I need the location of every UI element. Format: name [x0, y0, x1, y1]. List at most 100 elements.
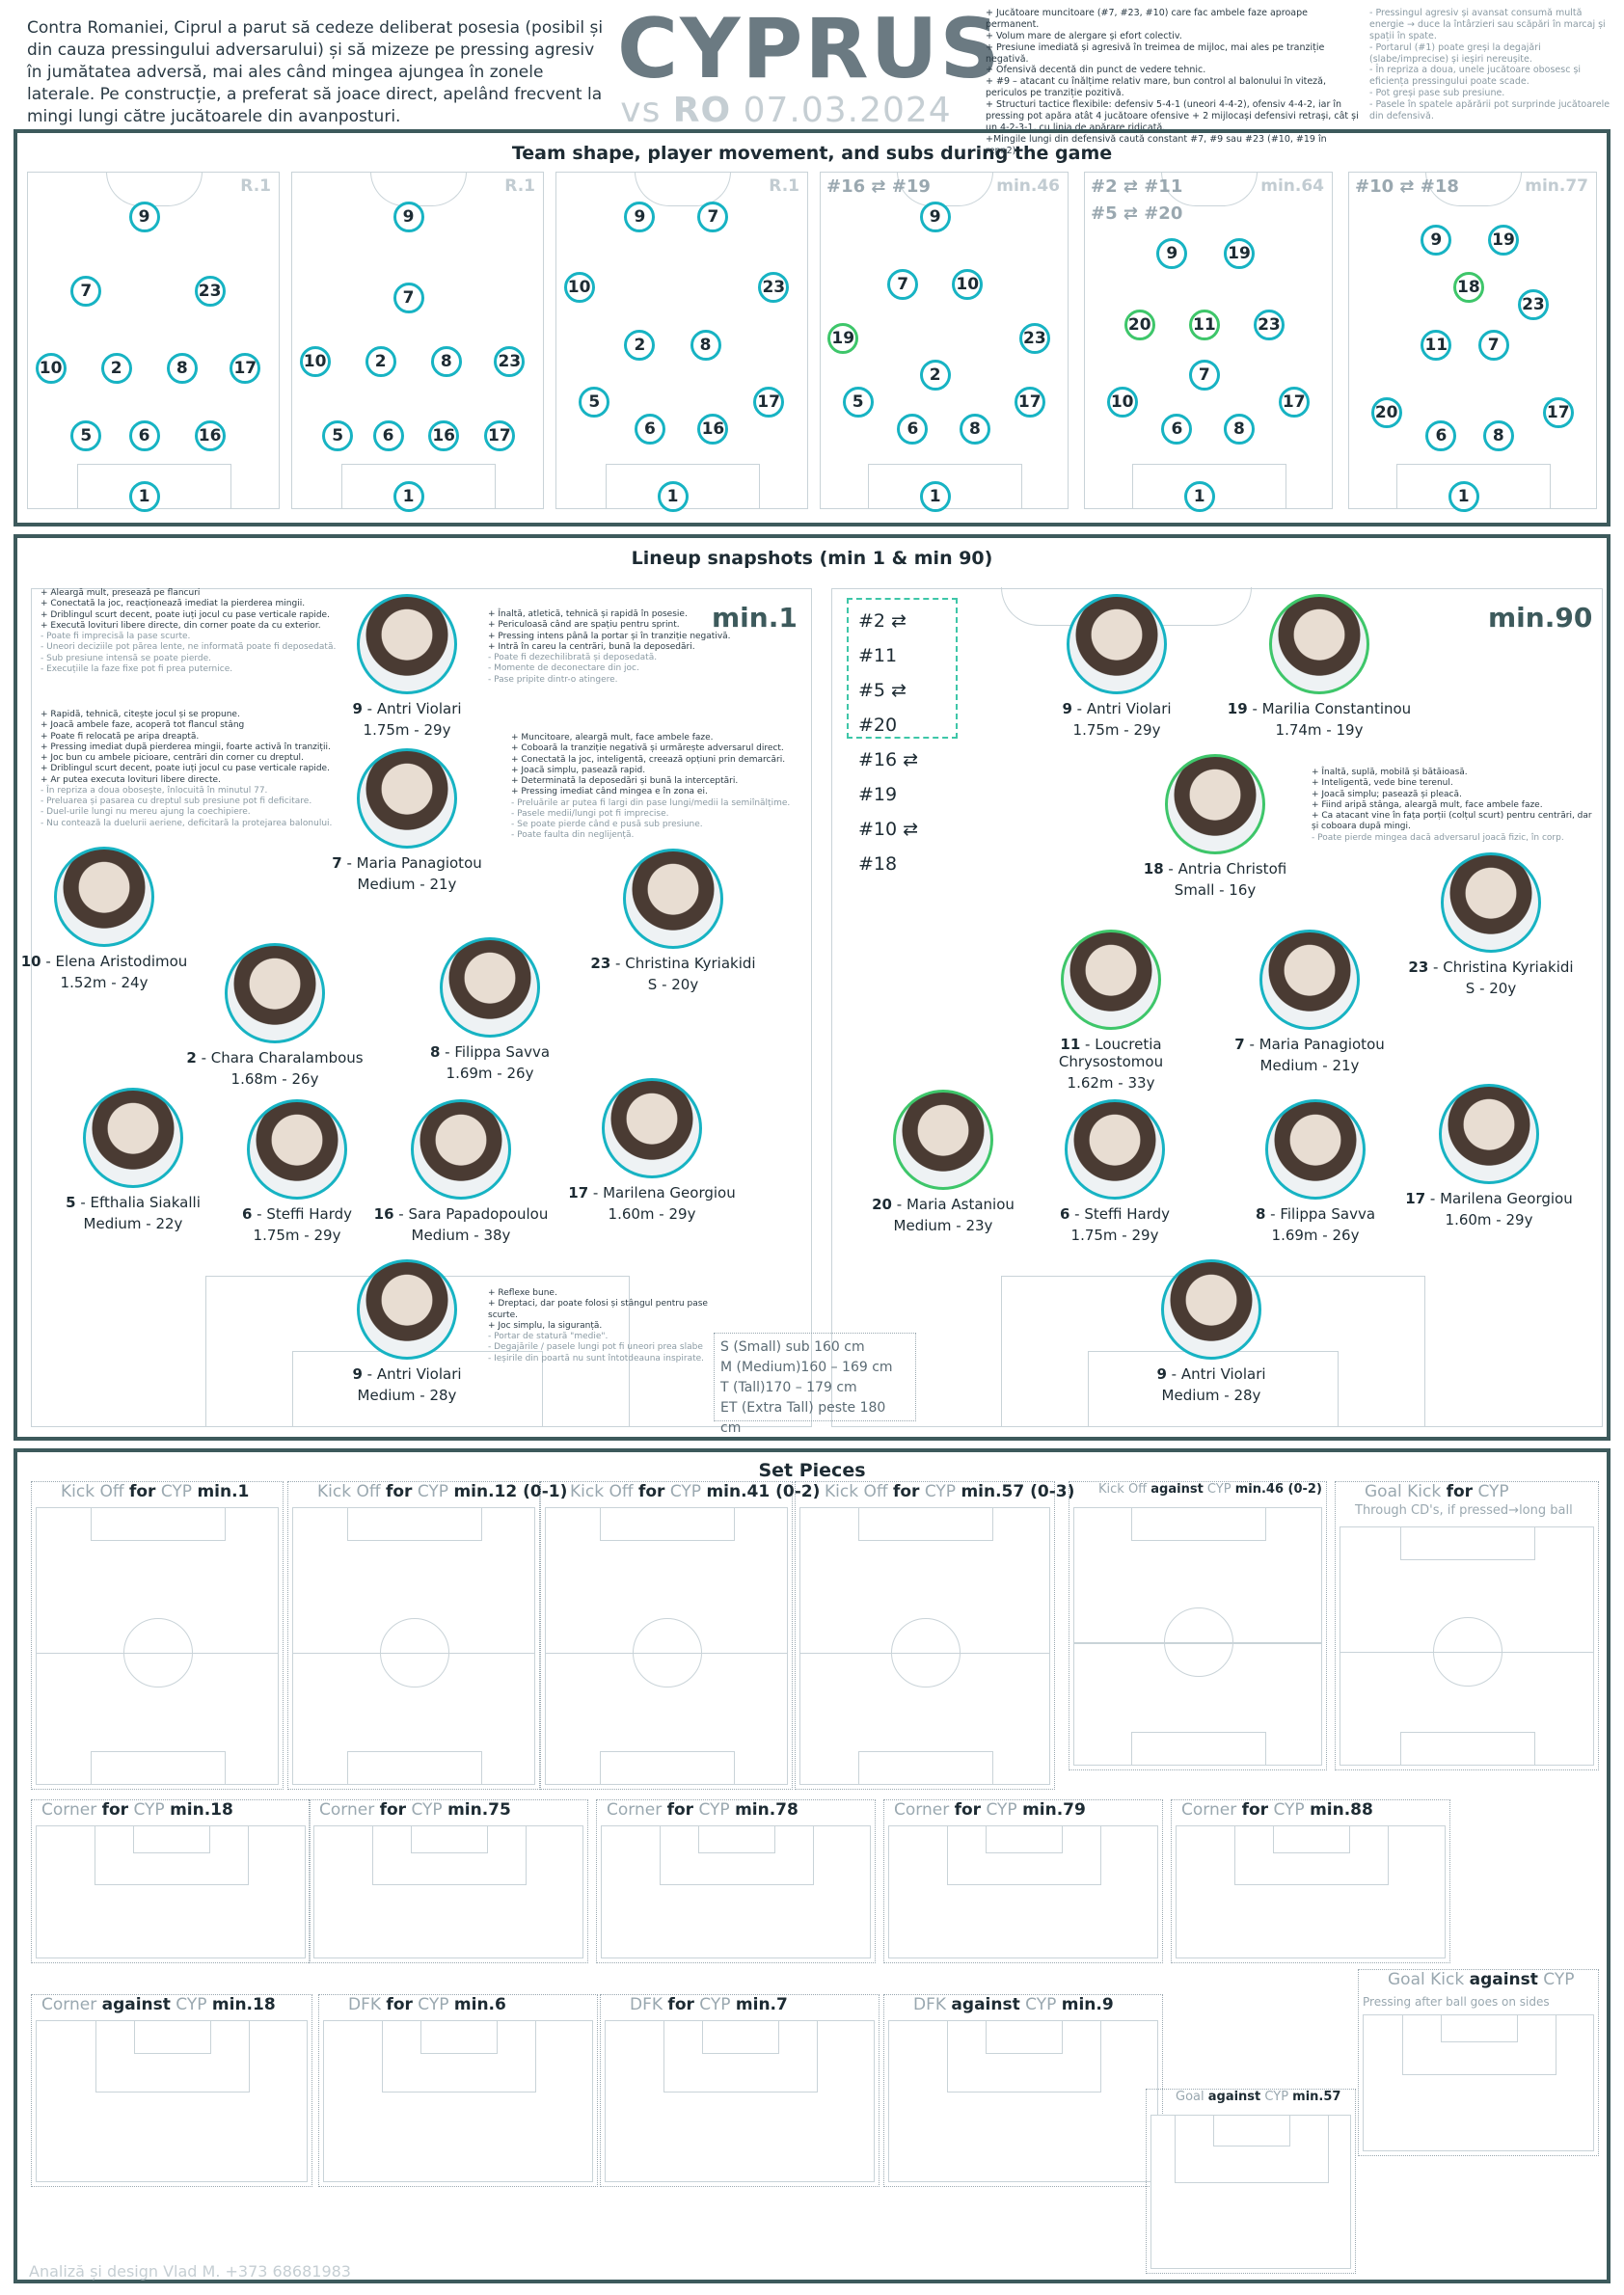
sp-for: for: [892, 1482, 920, 1501]
player-photo: [247, 1099, 347, 1200]
player-marker: 9: [1156, 238, 1188, 269]
sp-team: CYP: [664, 1482, 707, 1501]
player-notes: + Rapidă, tehnică, citește jocul și se p…: [41, 710, 349, 829]
note-line: - Momente de deconectare din joc.: [488, 663, 639, 674]
centre-circle: [380, 1617, 449, 1688]
note-line: - Preluările ar putea fi largi din pase …: [511, 797, 791, 808]
player-number: 17: [568, 1184, 589, 1202]
penalty-box: [868, 464, 1022, 508]
player-name: 7 - Maria Panagiotou: [1234, 1036, 1385, 1053]
penalty-box: [95, 2021, 250, 2092]
note-line: + Aleargă mult, presează pe flancuri: [41, 588, 201, 598]
note-line: - Pot greși pase sub presiune.: [1369, 88, 1505, 99]
goal-box: [411, 1826, 488, 1853]
goal-box: [1213, 2116, 1290, 2146]
note-line: - Portarul (#1) poate greși la degajări …: [1369, 41, 1541, 65]
lineup-section: Lineup snapshots (min 1 & min 90) min.1 …: [14, 534, 1610, 1441]
note-line: + Pressing intens până la portar și în t…: [488, 631, 731, 641]
player-marker: 2: [624, 329, 656, 361]
sp-for: for: [101, 1800, 129, 1820]
player-marker: 6: [1161, 414, 1193, 445]
player-photo: [1161, 1259, 1261, 1360]
set-piece-pitch: [36, 1825, 306, 1958]
sp-type: Corner: [607, 1800, 667, 1820]
player-info: Medium - 28y: [357, 1387, 457, 1404]
player-number: 9: [1156, 1365, 1167, 1383]
player-name: 9 - Antri Violari: [352, 700, 462, 717]
player-number: 11: [1060, 1036, 1081, 1053]
player-name-text: Christina Kyriakidi: [625, 955, 756, 972]
player-photo: [602, 1078, 702, 1178]
player-marker: 6: [1425, 420, 1457, 451]
penalty-box: [91, 1751, 226, 1784]
set-piece-title: Corner for CYP min.18: [41, 1800, 233, 1820]
player-marker: 7: [1477, 329, 1509, 361]
sp-minute: min.79: [1022, 1800, 1086, 1820]
penalty-box: [1402, 2015, 1556, 2076]
player-photo: [411, 1099, 511, 1200]
player-number: 5: [66, 1194, 76, 1211]
player-marker: 5: [579, 387, 610, 418]
player-name: 20 - Maria Astaniou: [872, 1196, 1015, 1213]
player-marker: 11: [1188, 309, 1220, 340]
player-marker: 6: [634, 414, 665, 445]
player-name-text: Antria Christofi: [1177, 860, 1287, 878]
player-number: 8: [1255, 1205, 1266, 1223]
penalty-box: [1131, 1508, 1266, 1541]
player-photo: [1067, 594, 1167, 694]
centre-circle: [1433, 1616, 1502, 1687]
note-line: + Pressing imediat când mingea e în zona…: [511, 787, 708, 797]
set-piece-title: Kick Off for CYP min.57 (0-3): [825, 1482, 1074, 1501]
note-line: - Poate fi dezechilibrată și deposedată.: [488, 653, 658, 662]
set-piece-panel: Corner for CYP min.75: [309, 1799, 588, 1963]
player-name: 6 - Steffi Hardy: [241, 1205, 353, 1223]
player-marker: 17: [753, 387, 785, 418]
player-number: 6: [241, 1205, 253, 1223]
player-marker: 23: [1253, 309, 1285, 340]
penalty-box: [1234, 1826, 1389, 1885]
player-name: 10 - Elena Aristodimou: [20, 953, 188, 970]
penalty-box: [947, 2021, 1101, 2092]
centre-circle: [1164, 1607, 1233, 1678]
sub-line: #10 ⇄ #18: [858, 819, 919, 875]
sp-team: CYP: [693, 1995, 736, 2014]
player-number: 7: [332, 854, 342, 872]
player-info: 1.60m - 29y: [608, 1205, 696, 1223]
player-info: Medium - 38y: [411, 1227, 511, 1244]
note-line: + Structuri tactice flexibile: defensiv …: [986, 99, 1359, 133]
sp-for: for: [666, 1800, 694, 1820]
lineup-title: Lineup snapshots (min 1 & min 90): [631, 548, 993, 569]
player-marker: 7: [1188, 360, 1220, 391]
sp-team: CYP: [1260, 2090, 1293, 2104]
centre-circle: [106, 172, 203, 206]
player-photo: [1439, 1084, 1539, 1184]
penalty-box: [341, 464, 496, 508]
player-name: 9 - Antri Violari: [352, 1365, 462, 1383]
player-info: Medium - 23y: [893, 1217, 993, 1234]
sp-type: DFK: [630, 1995, 668, 2014]
set-piece-pitch: [36, 2020, 308, 2182]
sp-minute: min.57 (0-3): [961, 1482, 1075, 1501]
player-marker: 20: [1370, 396, 1402, 428]
note-line: - Preluarea și pasarea cu dreptul sub pr…: [41, 796, 312, 806]
player-marker: 1: [392, 481, 424, 512]
player-marker: 8: [166, 353, 198, 384]
player-marker: 18: [1452, 272, 1484, 303]
note-line: + Reflexe bune.: [488, 1288, 557, 1298]
note-line: + Execută lovituri libere directe, din c…: [41, 620, 321, 631]
sub-swap: #16 ⇄ #19: [826, 176, 931, 197]
sub-swap: #10 ⇄ #18: [1355, 176, 1459, 197]
player-name-text: Christina Kyriakidi: [1443, 958, 1574, 976]
player-name-text: Loucretia Chrysostomou: [1058, 1036, 1164, 1070]
sp-team: CYP: [1019, 1995, 1062, 2014]
